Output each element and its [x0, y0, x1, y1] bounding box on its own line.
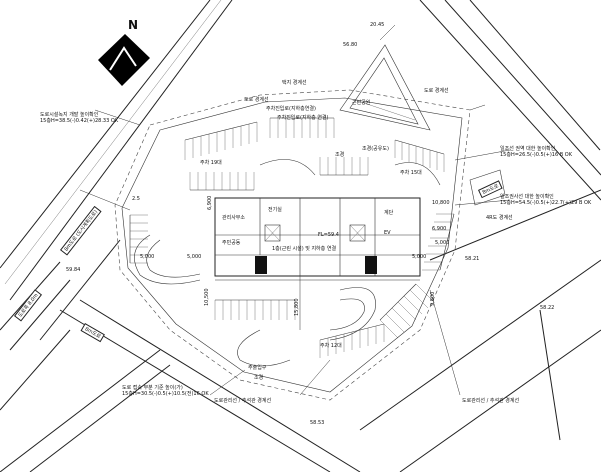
dim-right-2: 6,900 [432, 226, 447, 232]
tag-landscape-1: 조경 [335, 152, 345, 158]
label-parking-entry-2: 주차진입로(지하층 연결) [277, 115, 329, 121]
tag-landscape-2: 조경 [254, 375, 264, 381]
parking-tag-1: 주차 19대 [200, 160, 222, 166]
callout-right-mid-line2: 15층H=54.5(-)0.5(+)22.7(+)29 B OK [500, 200, 592, 206]
parking-stall-line [415, 283, 435, 303]
label-ground-floor: 1층(근린 시설) 및 지하층 연결 [272, 246, 337, 252]
road-bottom-left [0, 299, 361, 472]
dim-left-low: 2.5 [132, 196, 140, 202]
dim-top-right: 56.80 [343, 42, 358, 48]
parking-row-edge [394, 139, 445, 155]
road-left-upper [0, 0, 233, 341]
dim-vert-2: 15,800 [294, 298, 300, 317]
parking-row-edge [319, 323, 385, 341]
label-right: 4R도 경계선 [486, 215, 513, 221]
parking-tag-2: 주차 12대 [320, 343, 342, 349]
dim-center-2: 5,000 [187, 254, 202, 260]
label-top-1: 택지 경계선 [282, 80, 307, 86]
callout-lower-left-line2: 15층H=30.5(-)0.5(+)10.5(전)16 OK [122, 391, 209, 397]
dim-center-4: 5,000 [435, 240, 450, 246]
parking-stall-line [379, 319, 399, 339]
callout-right-top-line2: 15층H=26.5(-)0.5(+)16 B OK [500, 152, 572, 158]
dim-top-right-2: 20.45 [370, 22, 385, 28]
parking-stall-line [385, 313, 405, 333]
dim-vert-1: 10,500 [204, 288, 210, 307]
parking-stall-line [409, 289, 429, 309]
dimension-lines [79, 24, 511, 396]
dim-bottom-right: 58.22 [540, 305, 555, 311]
parking-tag-3: 주차 15대 [400, 170, 422, 176]
dim-right-mid: 58.21 [465, 256, 480, 262]
callout-left-top: 도로시설녹지 개발 높이확인 15층H=38.5(-)0.42(+)28.33 … [40, 112, 118, 124]
label-room-b: 전기실 [268, 207, 282, 213]
label-parking-entry: 주차진입로(지하층연결) [266, 106, 316, 112]
dim-bottom: 58.53 [310, 420, 325, 426]
callout-left-top-line1: 도로시설녹지 개발 높이확인 [40, 112, 99, 118]
parking-row-edge [439, 213, 455, 271]
parking-row-edge [379, 283, 417, 321]
label-fl: FL=59.4 [318, 232, 339, 238]
label-elevator: EV [384, 230, 391, 236]
road-right [359, 0, 601, 472]
building-footprint [214, 197, 421, 277]
callout-lower-left: 도로 접속 부분 기준 높이(가) 15층H=30.5(-)0.5(+)10.5… [122, 385, 209, 397]
label-boundary-bottom-right: 도로관리선 / 추석관 경계선 [462, 398, 520, 404]
callout-left-top-line2: 15층H=38.5(-)0.42(+)28.33 OK [40, 118, 119, 124]
top-entrance-wedge [339, 44, 431, 131]
callout-lower-left-line1: 도로 접속 부분 기준 높이(가) [122, 385, 183, 391]
dim-right-1: 10,800 [432, 200, 450, 206]
label-top-2: 도로 경계선 [244, 97, 269, 103]
parking-stall-line [397, 301, 417, 321]
dim-vert-3: 6,900 [207, 195, 213, 210]
label-top-right: 도로 경계선 [424, 88, 449, 94]
dim-center-3: 5,000 [412, 254, 427, 260]
label-room-a: 관리사무소 [222, 215, 246, 221]
north-arrow [98, 34, 150, 86]
parking-stall-line [391, 307, 411, 327]
dim-left-mid: 59.84 [66, 267, 81, 273]
parking-stall-line [403, 295, 423, 315]
right-detail-box [469, 169, 506, 206]
callout-right-top: 일조선 권역 대한 높이확인 15층H=26.5(-)0.5(+)16 B OK [500, 146, 572, 158]
label-room-c: 주민공동 [222, 240, 241, 246]
callout-right-top-line1: 일조선 권역 대한 높이확인 [500, 146, 556, 152]
parking-row-edge [184, 121, 258, 141]
dim-center-1: 5,000 [140, 254, 155, 260]
label-stair: 계단 [384, 210, 394, 216]
dim-vert-4: 9,800 [430, 291, 436, 306]
label-park: 근린공원 [352, 100, 371, 106]
callout-right-mid-line1: 일조권사선 대한 높이확인 [500, 194, 554, 200]
site-boundary [114, 89, 471, 401]
road-left-vertical [0, 261, 71, 411]
label-boundary-bottom-left: 도로관리선 / 추석관 경계선 [214, 398, 272, 404]
ramp-curves [134, 159, 441, 367]
north-label: N [128, 18, 139, 32]
parking-stalls [129, 117, 455, 358]
tag-main-entrance: 주출입구 [248, 365, 267, 371]
callout-right-mid: 일조권사선 대한 높이확인 15층H=54.5(-)0.5(+)22.7(+)2… [500, 194, 591, 206]
label-landscape: 조경(공유도) [362, 146, 389, 152]
